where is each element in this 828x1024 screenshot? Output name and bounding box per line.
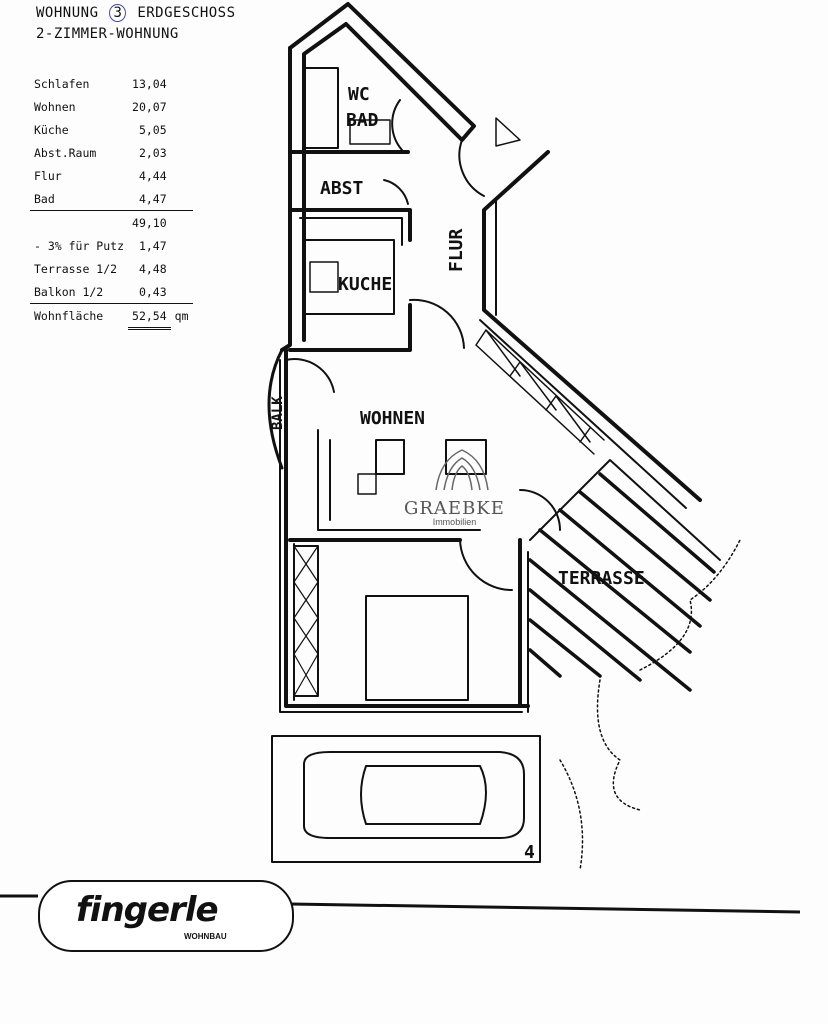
outer-wall [479, 319, 687, 509]
car-roof [360, 765, 487, 825]
room-label-flur: FLUR [446, 228, 467, 272]
deduction-row: - 3% für Putz 1,47 [30, 234, 193, 257]
room-name: Küche [34, 122, 69, 137]
room-label-wohnen: WOHNEN [360, 408, 425, 429]
entry-triangle [495, 117, 521, 147]
area-row: Schlafen 13,04 [30, 72, 193, 95]
deduction-value: 0,43 [138, 284, 167, 299]
terrace-slats [528, 472, 716, 692]
subtotal-row: 49,10 [30, 210, 193, 234]
balcony [267, 348, 284, 470]
deduction-value: 4,48 [138, 261, 167, 276]
header-prefix: WOHNUNG [36, 5, 99, 21]
watermark-emblem [435, 449, 489, 491]
total-label: Wohnfläche [30, 303, 129, 329]
door-swing [459, 539, 513, 591]
room-value: 2,03 [138, 145, 167, 160]
outer-wall [279, 359, 523, 713]
total-unit: qm [170, 303, 193, 329]
terrace-edge [529, 459, 721, 561]
outer-wall [482, 150, 702, 502]
room-label-kuche: KUCHE [338, 274, 392, 295]
deduction-row: Terrasse 1/2 4,48 [30, 257, 193, 280]
door-swing [458, 139, 485, 197]
door-swing [409, 298, 465, 349]
area-row: Küche 5,05 [30, 118, 193, 141]
deduction-value: 1,47 [138, 238, 167, 253]
room-label-abst: ABST [320, 178, 364, 199]
page-divider [0, 894, 801, 914]
table [375, 439, 405, 475]
watermark: GRAEBKE Immobilien [404, 498, 505, 527]
room-label-balk: BALK [270, 396, 286, 430]
room-value: 5,05 [138, 122, 167, 137]
room-name: Flur [34, 168, 62, 183]
door-swing [391, 99, 403, 151]
logo-name: fingerle [76, 890, 219, 930]
outer-wall [280, 46, 292, 352]
wardrobe [293, 545, 319, 697]
garage-outline [271, 735, 541, 863]
sofa [317, 429, 481, 531]
door-swing [383, 179, 409, 205]
logo-sub: WOHNBAU [184, 932, 227, 941]
subtotal-value: 49,10 [128, 210, 171, 234]
deduction-name: - 3% für Putz [34, 238, 125, 253]
car-body [303, 751, 525, 839]
deduction-name: Terrasse 1/2 [34, 261, 118, 276]
room-value: 20,07 [132, 99, 167, 114]
interior-wall [288, 303, 412, 352]
door-swing [519, 489, 561, 531]
deduction-name: Balkon 1/2 [34, 284, 104, 299]
room-label-wc: WC [348, 84, 370, 105]
area-row: Wohnen 20,07 [30, 95, 193, 118]
deduction-row: Balkon 1/2 0,43 [30, 280, 193, 304]
wardrobe-cross [293, 545, 319, 697]
terrace-shrubs [559, 539, 741, 871]
room-value: 13,04 [132, 76, 167, 91]
shelving [475, 329, 605, 455]
interior-wall [299, 217, 403, 246]
room-label-terrasse: TERRASSE [558, 568, 645, 589]
room-value: 4,44 [138, 168, 167, 183]
room-label-bad: BAD [346, 110, 379, 131]
room-name: Schlafen [34, 76, 90, 91]
area-row: Flur 4,44 [30, 164, 193, 187]
company-logo: fingerle WOHNBAU [38, 880, 294, 952]
watermark-sub: Immobilien [432, 517, 477, 527]
outer-wall [284, 348, 530, 708]
door-swing [285, 358, 335, 393]
header-suffix: ERDGESCHOSS [137, 5, 236, 21]
total-value: 52,54 [128, 303, 171, 330]
room-name: Abst.Raum [34, 145, 97, 160]
room-name: Bad [34, 191, 55, 206]
washbasin [349, 119, 391, 145]
bathtub [303, 67, 339, 149]
unit-number: 3 [109, 4, 127, 22]
room-value: 4,47 [138, 191, 167, 206]
interior-wall [288, 208, 412, 242]
header-line-1: WOHNUNG 3 ERDGESCHOSS [36, 4, 236, 22]
garage-number: 4 [524, 842, 535, 863]
chair [357, 473, 377, 495]
area-row: Abst.Raum 2,03 [30, 141, 193, 164]
armchair [445, 439, 487, 475]
watermark-name: GRAEBKE [404, 498, 505, 519]
room-name: Wohnen [34, 99, 76, 114]
header-line-2: 2-ZIMMER-WOHNUNG [36, 26, 179, 42]
kitchen-sink [309, 261, 339, 293]
kitchen-counter [303, 239, 395, 315]
area-row: Bad 4,47 [30, 187, 193, 211]
area-table: Schlafen 13,04 Wohnen 20,07 Küche 5,05 Abst… [30, 72, 193, 330]
bed [365, 595, 469, 701]
